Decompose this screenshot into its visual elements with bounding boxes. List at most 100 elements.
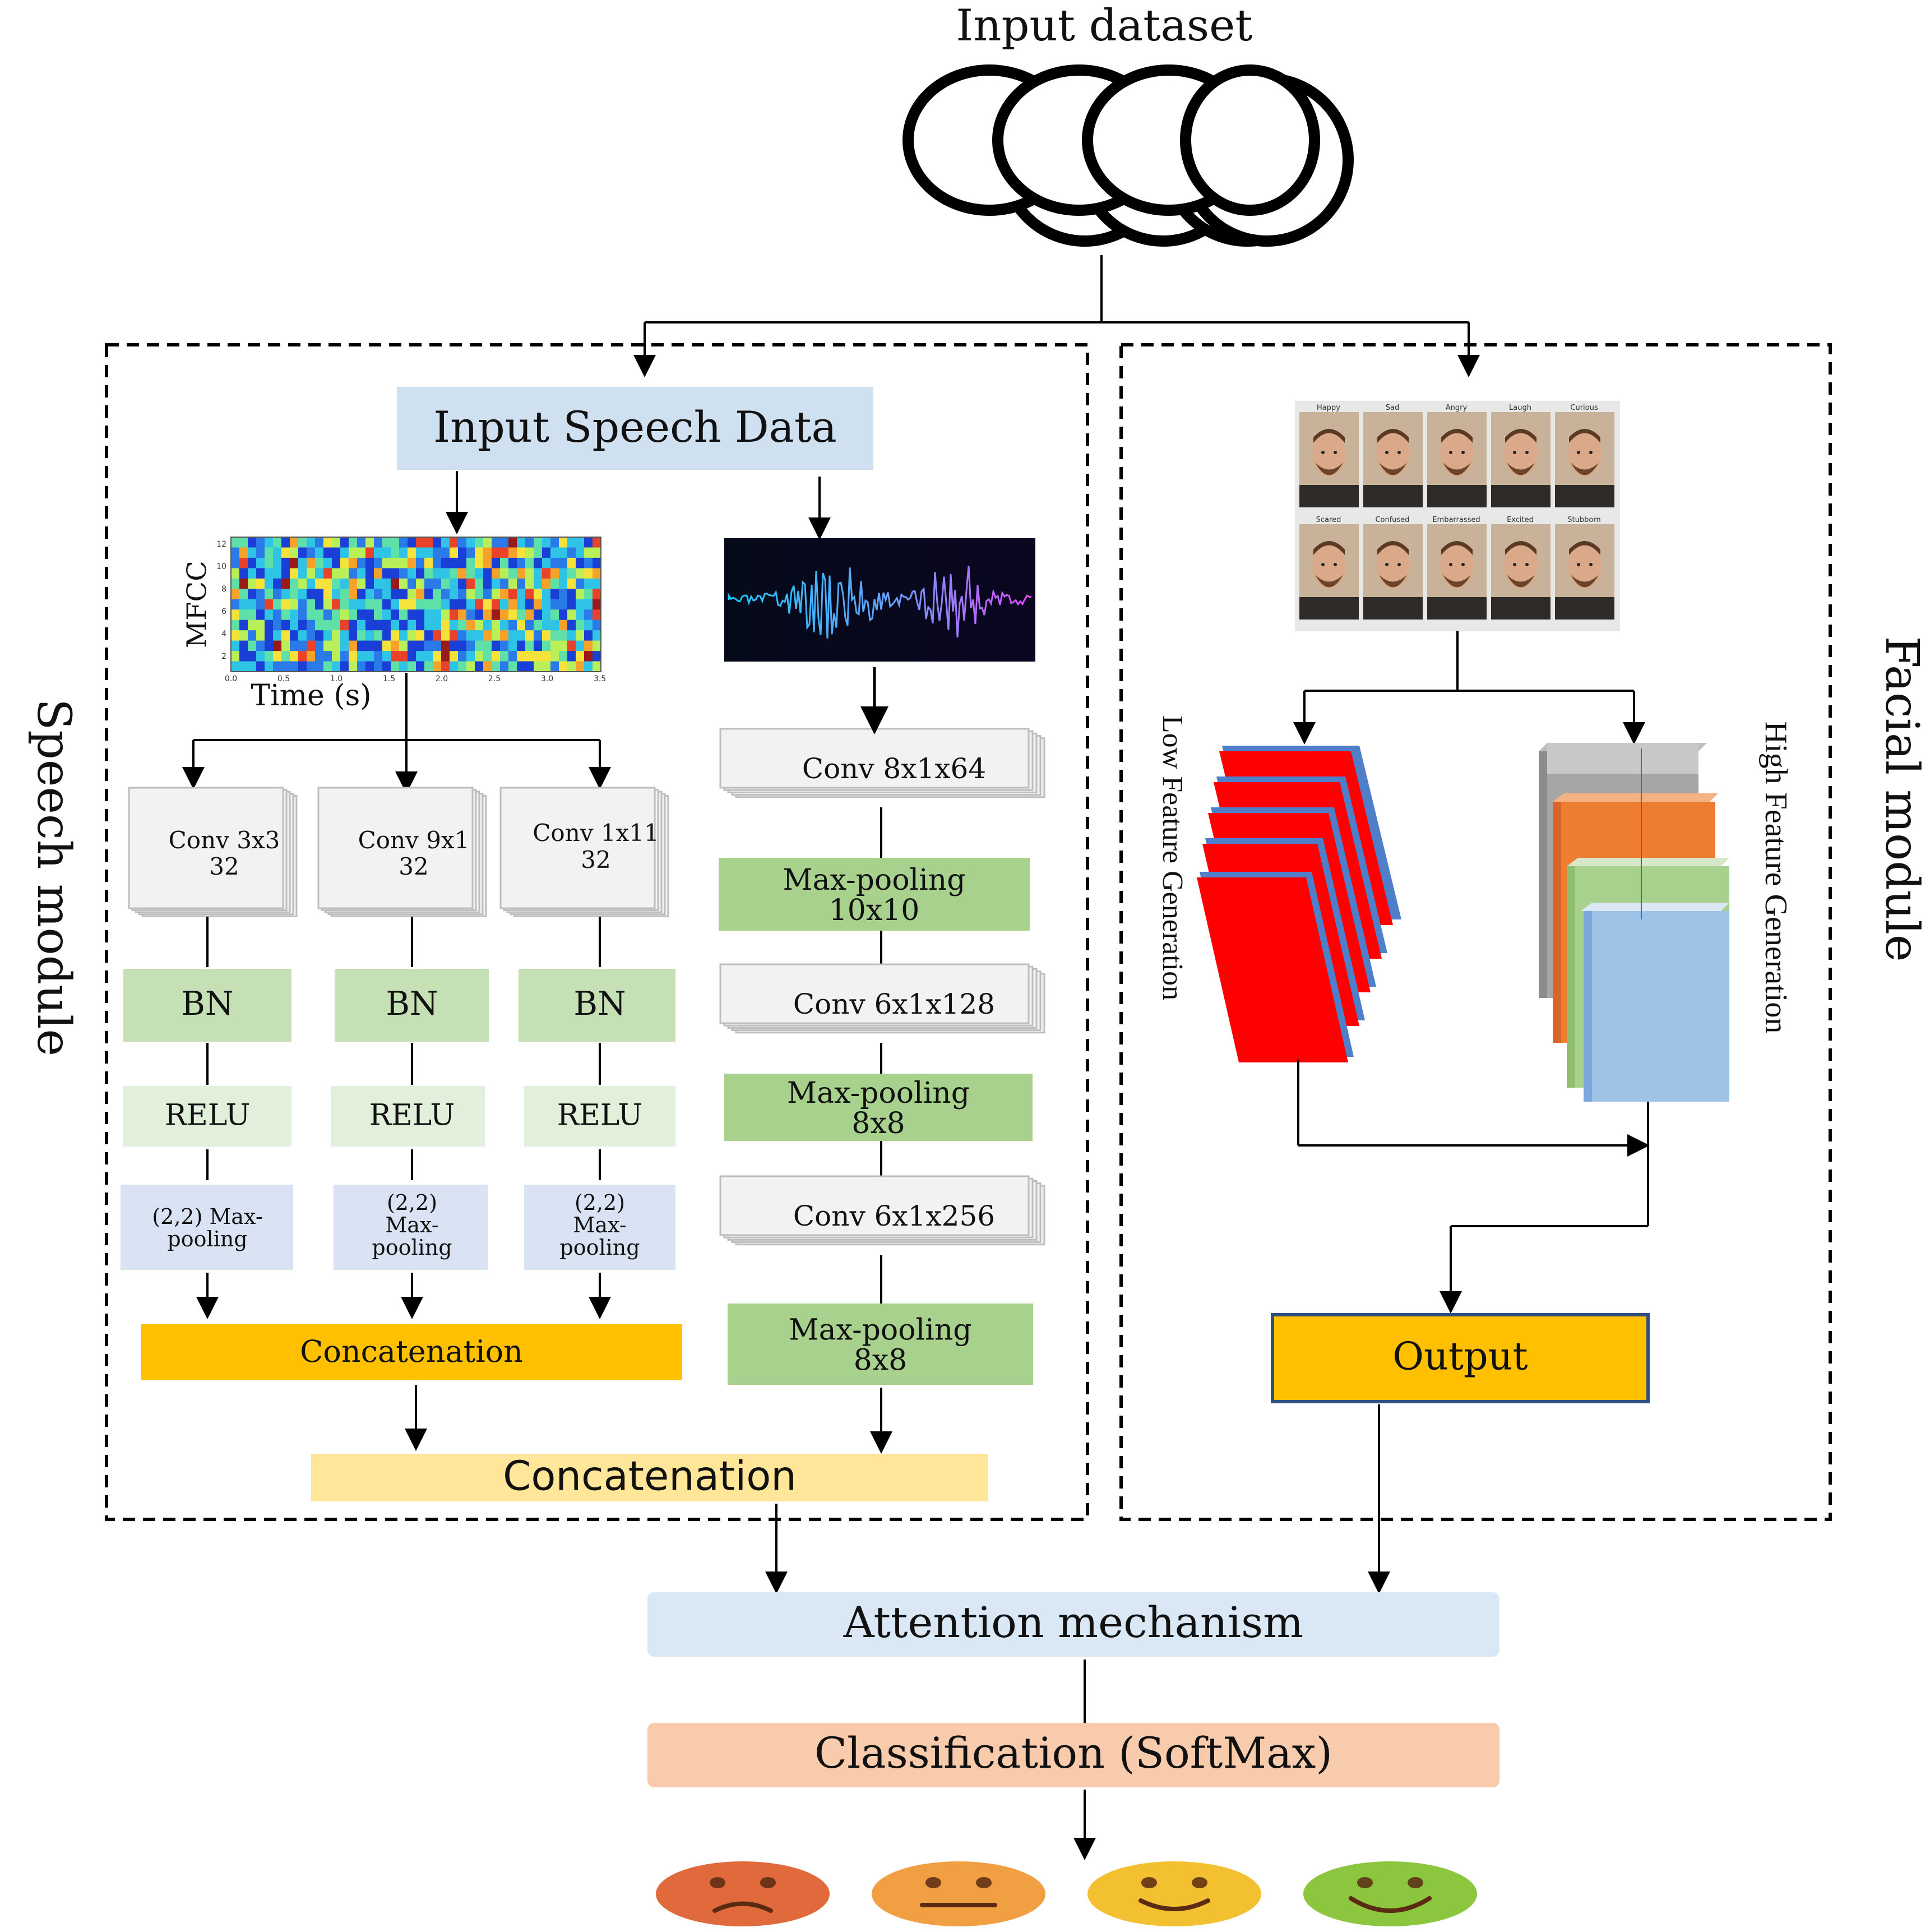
- mfcc-cell: [374, 599, 383, 610]
- mfcc-cell: [508, 609, 517, 621]
- mfcc-cell: [542, 620, 551, 631]
- mfcc-cell: [559, 651, 568, 662]
- mfcc-cell: [466, 620, 475, 631]
- mfcc-cell: [500, 620, 509, 631]
- mfcc-cell: [416, 537, 425, 548]
- mfcc-cell: [273, 640, 282, 651]
- mfcc-cell: [483, 537, 492, 548]
- mfcc-cell: [550, 557, 559, 568]
- mfcc-cell: [525, 599, 534, 610]
- face-label: Excited: [1507, 516, 1534, 524]
- relu-box: [524, 1086, 675, 1147]
- mfcc-cell: [357, 547, 366, 558]
- mfcc-cell: [323, 568, 332, 579]
- mfcc-cell: [492, 547, 501, 558]
- mfcc-cell: [307, 661, 316, 672]
- mfcc-cell: [239, 620, 248, 631]
- mfcc-cell: [441, 547, 450, 558]
- mfcc-cell: [542, 640, 551, 651]
- mfcc-cell: [256, 589, 265, 600]
- mfcc-xtick: 3.5: [594, 674, 606, 683]
- mfcc-cell: [550, 640, 559, 651]
- mfcc-cell: [559, 620, 568, 631]
- mfcc-cell: [323, 547, 332, 558]
- mfcc-cell: [534, 640, 543, 651]
- mfcc-cell: [576, 578, 585, 589]
- mfcc-cell: [281, 599, 290, 610]
- mfcc-cell: [273, 568, 282, 579]
- mfcc-cell: [357, 630, 366, 641]
- mfcc-cell: [483, 620, 492, 631]
- emoji-happy: [1087, 1861, 1261, 1926]
- mfcc-cell: [231, 557, 240, 568]
- branch-conv-label: Conv 1x11: [533, 819, 659, 847]
- mfcc-cell: [475, 537, 484, 548]
- maxpool-stage-line-1: Max-pooling: [787, 1076, 970, 1110]
- mfcc-cell: [307, 651, 316, 662]
- mfcc-cell: [475, 599, 484, 610]
- mfcc-cell: [290, 589, 299, 600]
- mfcc-cell: [534, 661, 543, 672]
- feature-merge-connector: [1297, 1060, 1650, 1314]
- mfcc-cell: [508, 651, 517, 662]
- mfcc-cell: [584, 630, 593, 641]
- mfcc-cell: [576, 589, 585, 600]
- mfcc-cell: [483, 640, 492, 651]
- mfcc-cell: [374, 640, 383, 651]
- mfcc-cell: [466, 609, 475, 621]
- mfcc-cell: [408, 568, 416, 579]
- mfcc-cell: [576, 651, 585, 662]
- mfcc-cell: [315, 640, 324, 651]
- mfcc-cell: [315, 547, 324, 558]
- mfcc-cell: [441, 630, 450, 641]
- mfcc-cell: [399, 589, 408, 600]
- pool-line-1: (2,2): [575, 1190, 625, 1215]
- mfcc-cell: [492, 557, 501, 568]
- mfcc-cell: [450, 537, 459, 548]
- mfcc-cell: [450, 651, 459, 662]
- mfcc-cell: [340, 661, 349, 672]
- mfcc-cell: [374, 589, 383, 600]
- mfcc-cell: [475, 609, 484, 621]
- mfcc-cell: [559, 568, 568, 579]
- mfcc-cell: [323, 620, 332, 631]
- low-feature-stack: [1197, 746, 1401, 1062]
- mfcc-xtick: 1.5: [383, 674, 395, 683]
- mfcc-cell: [382, 661, 391, 672]
- mfcc-cell: [466, 599, 475, 610]
- mfcc-cell: [517, 609, 526, 621]
- mfcc-cell: [525, 537, 534, 548]
- mfcc-cell: [483, 599, 492, 610]
- speech-module-label: Speech module: [27, 699, 80, 1056]
- mfcc-cell: [365, 661, 374, 672]
- mfcc-cell: [365, 578, 374, 589]
- mfcc-cell: [567, 609, 576, 621]
- mfcc-cell: [365, 640, 374, 651]
- mfcc-cell: [349, 620, 358, 631]
- audio-waveform: [724, 538, 1035, 662]
- bn-box: [519, 969, 675, 1042]
- mfcc-cell: [525, 640, 534, 651]
- maxpool-stage-box: [728, 1304, 1033, 1385]
- mfcc-cell: [365, 568, 374, 579]
- mfcc-cell: [281, 630, 290, 641]
- mfcc-cell: [542, 609, 551, 621]
- maxpool-box: [121, 1185, 293, 1270]
- mfcc-cell: [458, 630, 467, 641]
- mfcc-cell: [441, 568, 450, 579]
- mfcc-cell: [466, 661, 475, 672]
- mfcc-cell: [576, 620, 585, 631]
- mfcc-cell: [408, 578, 416, 589]
- attention-box: Attention mechanism: [647, 1592, 1499, 1657]
- conv-stage-label: Conv 6x1x256: [793, 1200, 995, 1232]
- mfcc-cell: [273, 537, 282, 548]
- mfcc-cell: [500, 599, 509, 610]
- mfcc-cell: [433, 620, 442, 631]
- mfcc-cell: [408, 651, 416, 662]
- mfcc-cell: [315, 557, 324, 568]
- mfcc-cell: [550, 661, 559, 672]
- mfcc-cell: [391, 661, 400, 672]
- mfcc-xtick: 0.5: [277, 674, 290, 683]
